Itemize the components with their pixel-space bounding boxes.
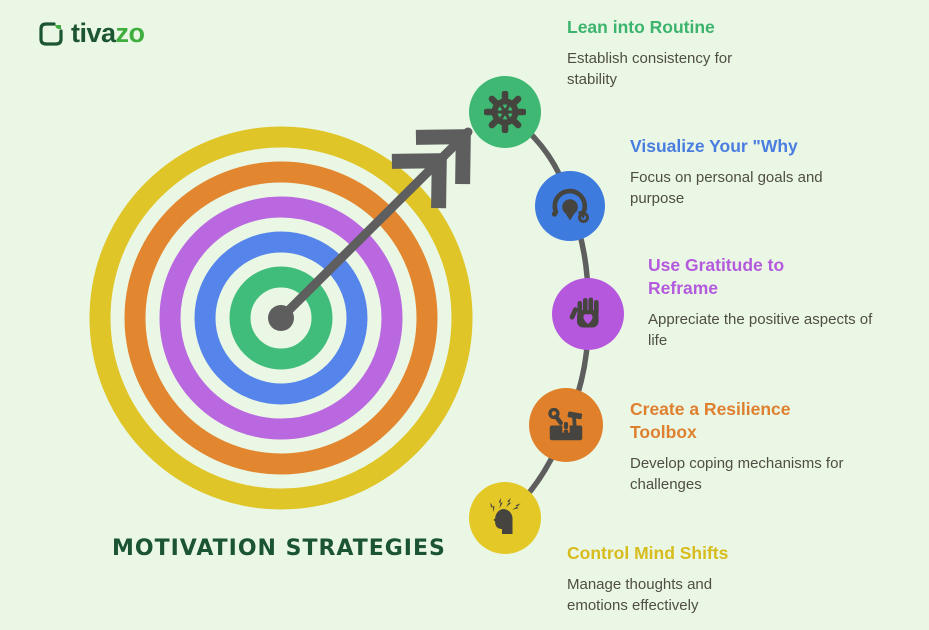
- target-ring-third: [159, 196, 403, 440]
- step-heading: Lean into Routine: [567, 17, 715, 37]
- arrow-fletching: [391, 129, 471, 209]
- arrow-impact-dot: [268, 305, 294, 331]
- brand-wordmark-primary: tiva: [71, 18, 116, 48]
- step-heading: Use Gratitude to Reframe: [648, 255, 785, 299]
- lightning-bolts: [490, 497, 521, 513]
- target-ring-bullseye: [229, 266, 333, 370]
- step-description: Focus on personal goals and purpose: [630, 169, 823, 208]
- arrow-icon: [268, 127, 473, 331]
- goal-vision-icon: [551, 188, 589, 223]
- gear-icon: [484, 91, 526, 133]
- step-item-routine: Lean into Routine Establish consistency …: [567, 16, 767, 91]
- step-heading: Create a Resilience Toolbox: [630, 399, 791, 443]
- tivazo-logo-icon: [39, 21, 63, 46]
- target-ring-fourth: [194, 231, 368, 405]
- target-ring-second: [124, 161, 438, 475]
- step-item-toolbox: Create a Resilience Toolbox Develop copi…: [630, 398, 870, 496]
- step-circle-gratitude: [552, 278, 624, 350]
- step-circle-mind: [469, 482, 541, 554]
- brand-wordmark-accent: zo: [115, 18, 146, 48]
- step-heading: Visualize Your "Why: [630, 136, 798, 156]
- hand-heart-icon: [569, 297, 599, 328]
- step-description: Establish consistency for stability: [567, 50, 733, 89]
- target-bullseye: [89, 126, 473, 510]
- step-circle-visualize: [535, 171, 605, 241]
- page-title: MOTIVATION STRATEGIES: [112, 536, 446, 561]
- target-ring-outer: [89, 126, 473, 510]
- step-heading: Control Mind Shifts: [567, 543, 729, 563]
- step-description: Appreciate the positive aspects of life: [648, 311, 873, 350]
- brand-wordmark: tivazo: [71, 18, 145, 49]
- step-description: Develop coping mechanisms for challenges: [630, 455, 844, 494]
- step-item-gratitude: Use Gratitude to Reframe Appreciate the …: [648, 254, 888, 352]
- step-item-mind: Control Mind Shifts Manage thoughts and …: [567, 542, 787, 617]
- step-circle-routine: [469, 76, 541, 148]
- mind-bolts-icon: [490, 497, 521, 534]
- step-item-visualize: Visualize Your "Why Focus on personal go…: [630, 135, 860, 210]
- step-description: Manage thoughts and emotions effectively: [567, 576, 713, 615]
- brand-logo: tivazo: [38, 18, 145, 49]
- toolbox-icon: [548, 407, 583, 441]
- step-circle-toolbox: [529, 388, 603, 462]
